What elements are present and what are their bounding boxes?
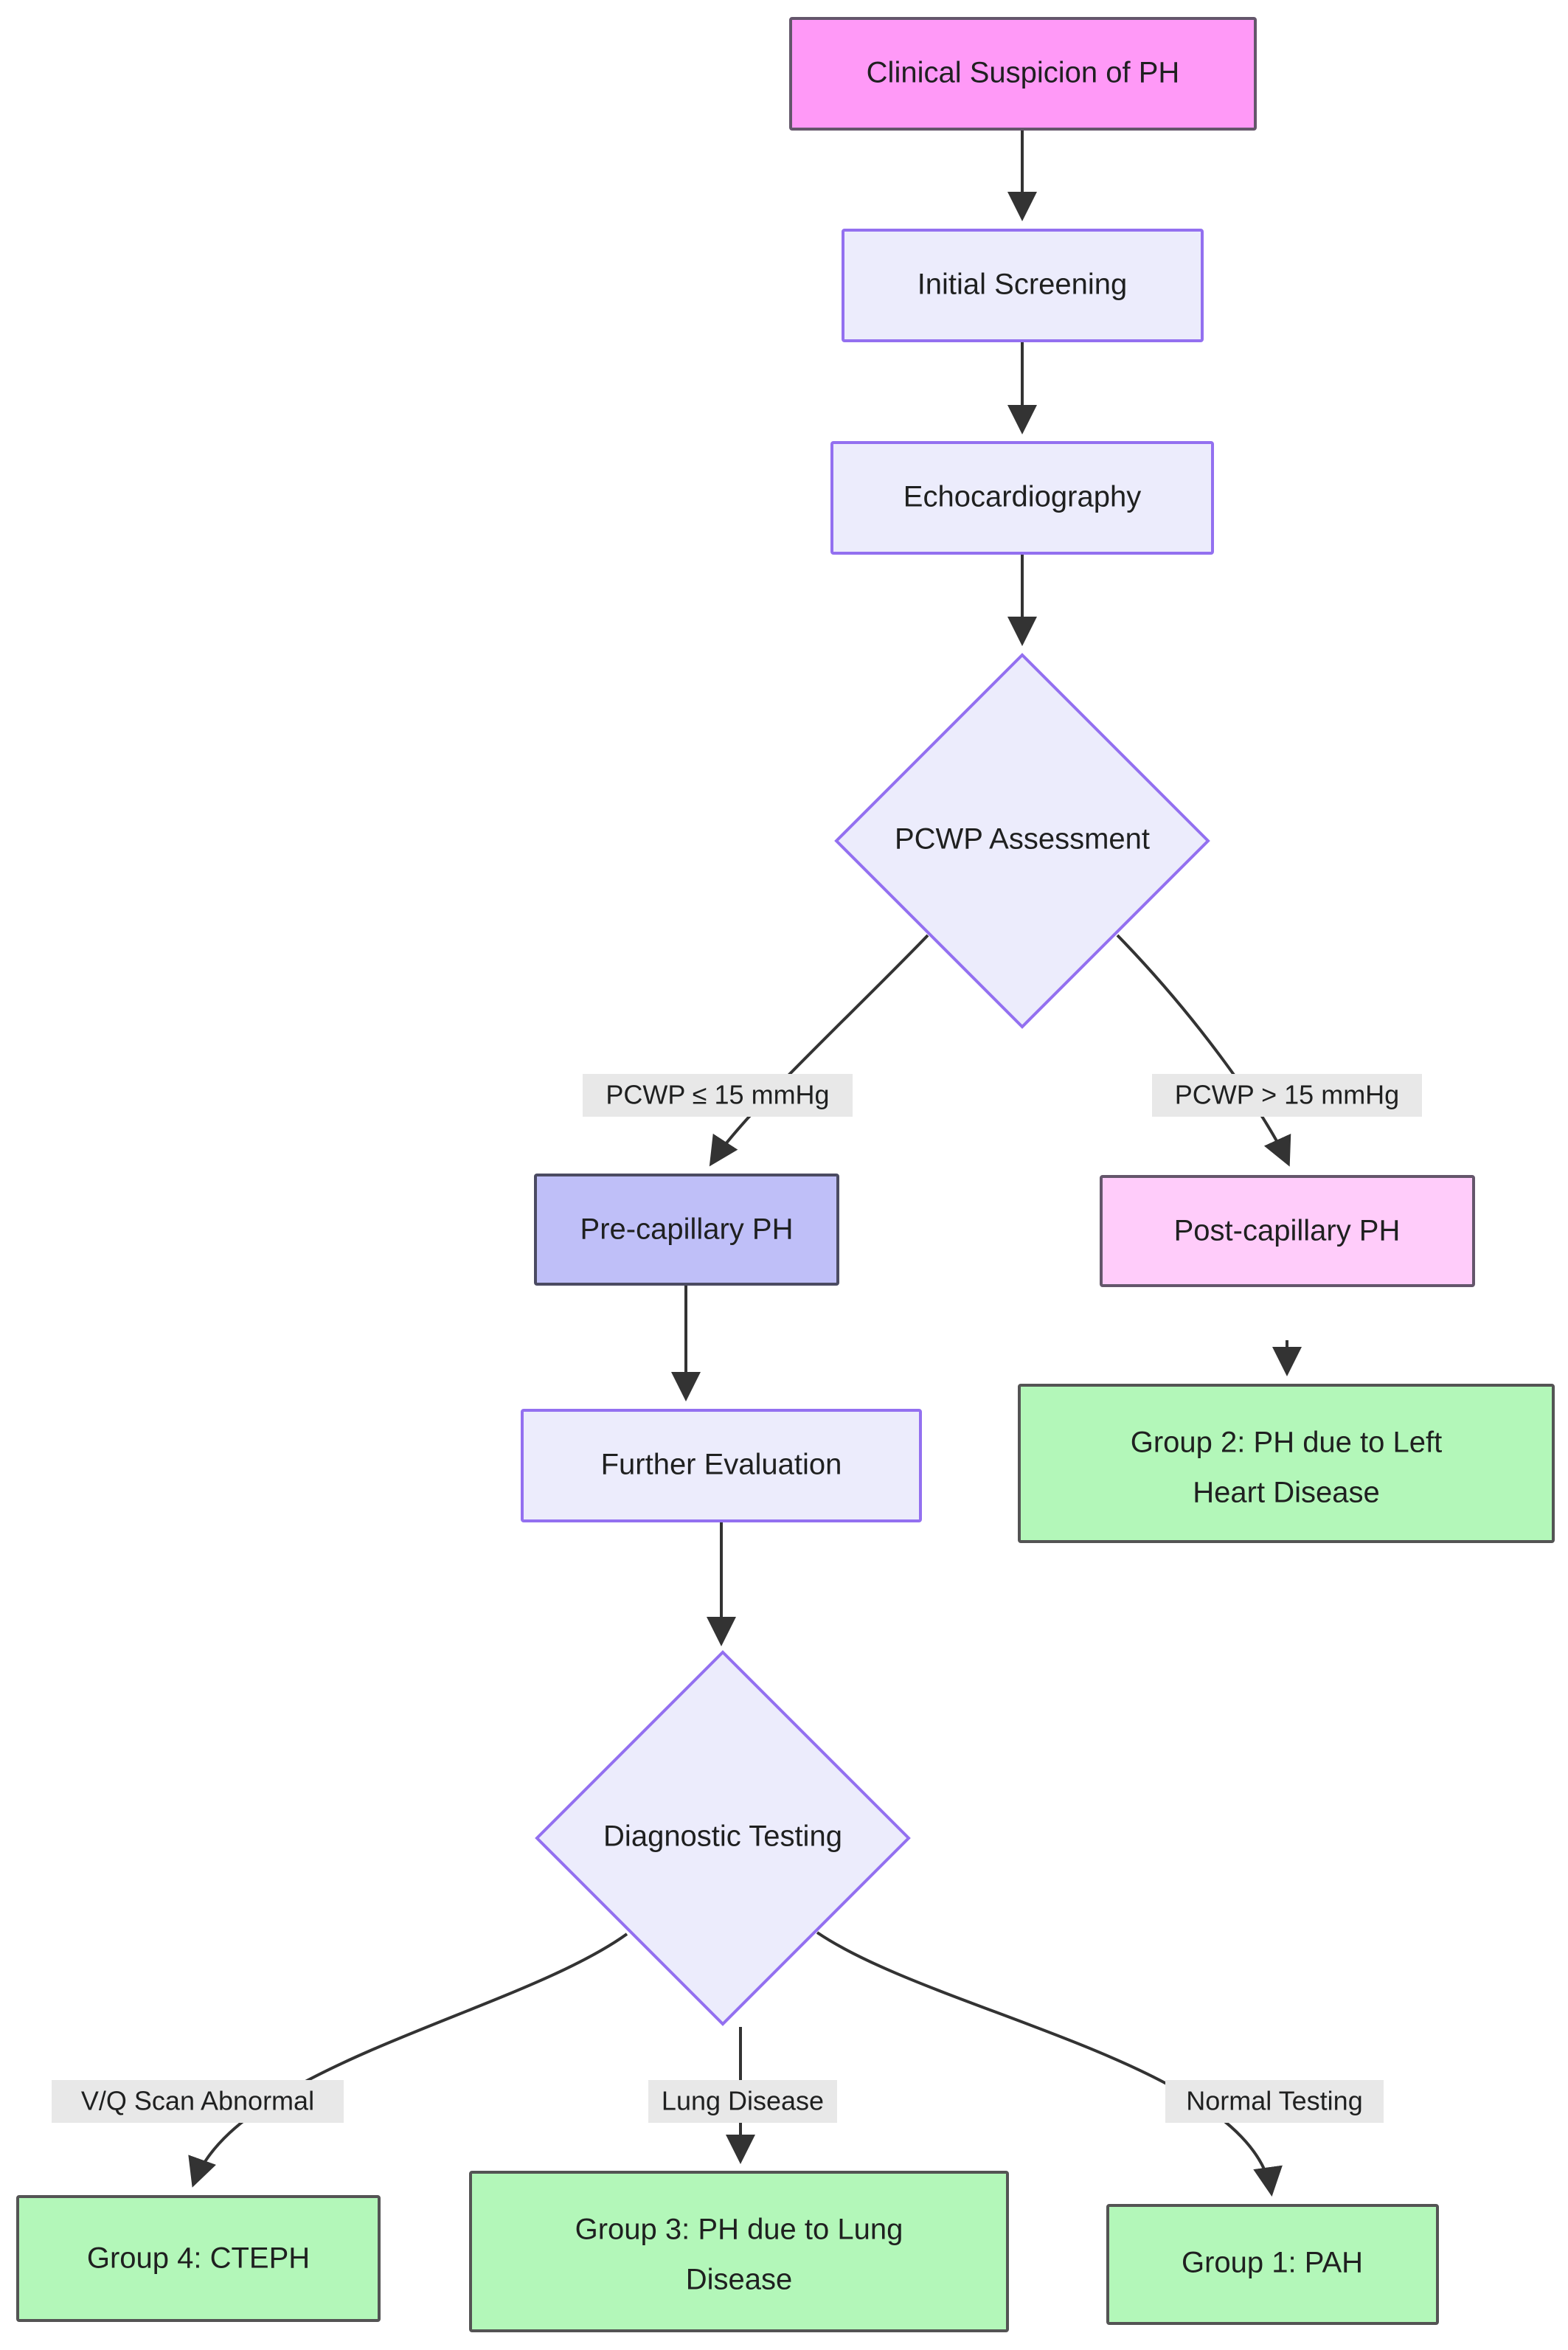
node-rect-n2[interactable] xyxy=(842,229,1204,342)
node-rect-n10[interactable] xyxy=(16,2195,381,2322)
node-rect-n6[interactable] xyxy=(1100,1175,1475,1287)
node-label-n5: Pre-capillary PH xyxy=(580,1213,794,1246)
edge-label-text-3: V/Q Scan Abnormal xyxy=(81,2086,314,2116)
edge-label-text-4: Lung Disease xyxy=(662,2086,824,2116)
node-rect-n7[interactable] xyxy=(521,1409,922,1522)
node-rect-n1[interactable] xyxy=(789,17,1257,131)
node-label-n6: Post-capillary PH xyxy=(1174,1215,1401,1247)
node-group2-ph-left-heart-disease[interactable]: Group 2: PH due to Left Heart Disease xyxy=(1018,1384,1555,1543)
edge-label-text-5: Normal Testing xyxy=(1186,2086,1362,2116)
node-diagnostic-testing[interactable]: Diagnostic Testing xyxy=(535,1650,911,2026)
node-initial-screening[interactable]: Initial Screening xyxy=(842,229,1204,342)
node-rect-n8[interactable] xyxy=(1018,1384,1555,1543)
node-diamond-n4[interactable] xyxy=(834,653,1210,1029)
edge-label-pcwp-le-15: PCWP ≤ 15 mmHg xyxy=(583,1074,853,1117)
edge-label-lung-disease: Lung Disease xyxy=(648,2080,837,2123)
node-label-n8-line2: Heart Disease xyxy=(1193,1477,1379,1509)
edge-label-pcwp-gt-15: PCWP > 15 mmHg xyxy=(1152,1074,1422,1117)
node-label-n3: Echocardiography xyxy=(903,481,1141,513)
edge-label-layer: PCWP ≤ 15 mmHg PCWP > 15 mmHg V/Q Scan A… xyxy=(52,1074,1422,2123)
node-echocardiography[interactable]: Echocardiography xyxy=(830,441,1214,555)
node-pcwp-assessment[interactable]: PCWP Assessment xyxy=(834,653,1210,1029)
edge-label-text-2: PCWP > 15 mmHg xyxy=(1175,1080,1399,1110)
node-rect-n12[interactable] xyxy=(1106,2204,1439,2325)
node-label-n10: Group 4: CTEPH xyxy=(87,2242,310,2275)
edge-label-bg-2 xyxy=(1152,1074,1422,1117)
node-label-n4: PCWP Assessment xyxy=(895,823,1150,856)
node-clinical-suspicion-of-ph[interactable]: Clinical Suspicion of PH xyxy=(789,17,1257,131)
node-group1-pah[interactable]: Group 1: PAH xyxy=(1106,2204,1439,2325)
node-label-n1: Clinical Suspicion of PH xyxy=(867,57,1180,89)
edge-label-text-1: PCWP ≤ 15 mmHg xyxy=(606,1080,829,1110)
edge-label-normal-testing: Normal Testing xyxy=(1165,2080,1384,2123)
node-diamond-n9[interactable] xyxy=(535,1650,911,2026)
node-rect-n3[interactable] xyxy=(830,441,1214,555)
node-rect-n11[interactable] xyxy=(469,2171,1009,2332)
node-further-evaluation[interactable]: Further Evaluation xyxy=(521,1409,922,1522)
edge-n9-n12 xyxy=(816,1931,1283,2197)
edge-label-bg-1 xyxy=(583,1074,853,1117)
node-pre-capillary-ph[interactable]: Pre-capillary PH xyxy=(534,1174,839,1286)
edge-n4-n6 xyxy=(1116,934,1291,1167)
node-label-n11-line2: Disease xyxy=(686,2264,793,2296)
edge-label-vq-scan-abnormal: V/Q Scan Abnormal xyxy=(52,2080,344,2123)
edge-layer xyxy=(188,129,1302,2197)
node-label-n11-line1: Group 3: PH due to Lung xyxy=(575,2214,903,2246)
node-label-n7: Further Evaluation xyxy=(601,1449,842,1481)
node-group3-ph-lung-disease[interactable]: Group 3: PH due to Lung Disease xyxy=(469,2171,1009,2332)
edge-n9-n10 xyxy=(188,1933,628,2188)
node-label-n9: Diagnostic Testing xyxy=(603,1820,842,1853)
node-label-n8-line1: Group 2: PH due to Left xyxy=(1131,1427,1442,1459)
node-post-capillary-ph[interactable]: Post-capillary PH xyxy=(1100,1175,1475,1287)
node-label-n12: Group 1: PAH xyxy=(1182,2247,1363,2279)
node-group4-cteph[interactable]: Group 4: CTEPH xyxy=(16,2195,381,2322)
edge-label-bg-5 xyxy=(1165,2080,1384,2123)
edge-label-bg-3 xyxy=(52,2080,344,2123)
edge-n4-n5 xyxy=(709,934,929,1167)
node-label-n2: Initial Screening xyxy=(917,268,1128,301)
edge-label-bg-4 xyxy=(648,2080,837,2123)
node-rect-n5[interactable] xyxy=(534,1174,839,1286)
